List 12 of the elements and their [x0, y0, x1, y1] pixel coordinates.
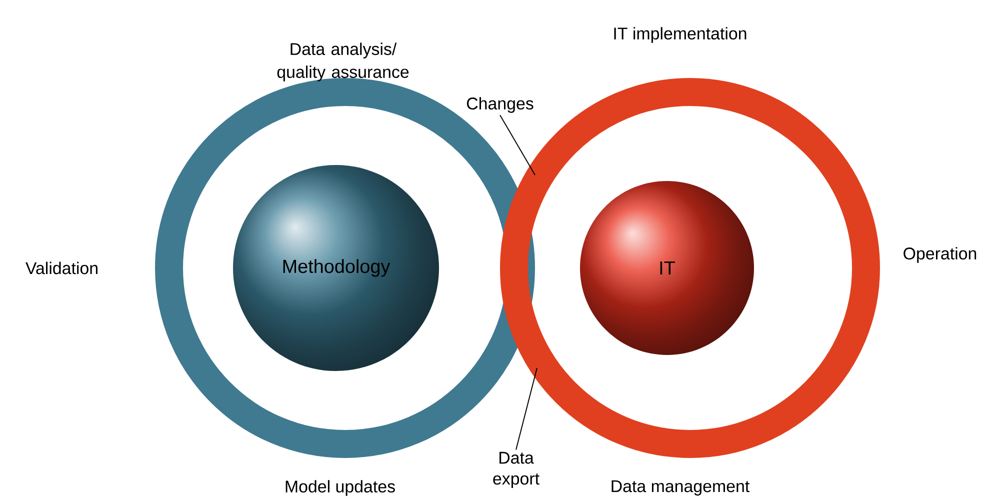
label-text: Data export: [493, 452, 540, 488]
leader-line: [516, 367, 538, 450]
segment-label: Validation: [26, 262, 98, 274]
segment-label: Data analysis/ quality assurance: [277, 42, 409, 82]
segment-label: Data management: [612, 480, 750, 496]
segment-label: Model updates: [286, 480, 395, 496]
sphere: IT: [660, 261, 675, 274]
sphere: Methodology: [283, 259, 390, 277]
leader-line: [500, 114, 536, 176]
label-text: Changes: [466, 97, 534, 113]
segment-label: IT implementation: [614, 27, 746, 43]
segment-label: Operation: [904, 247, 976, 263]
